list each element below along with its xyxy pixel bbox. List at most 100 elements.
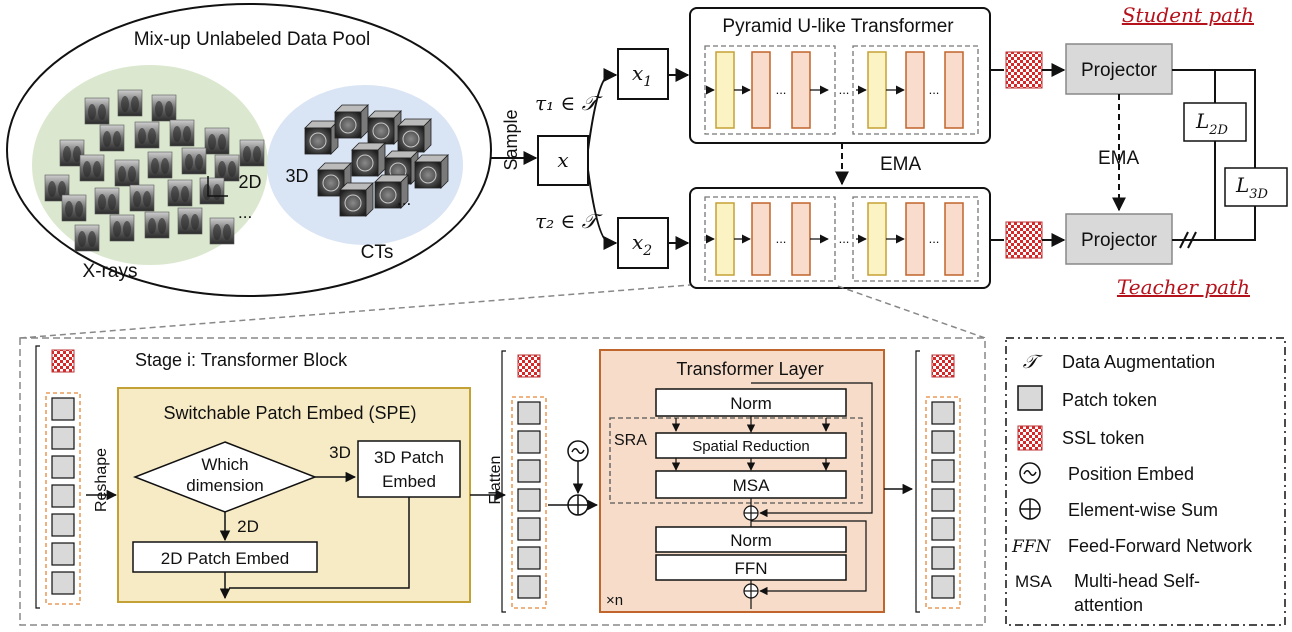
spe-label-2d: 2D [237,517,259,536]
ct-ellipsis: ... [397,190,411,209]
patch-token [51,455,75,479]
which-line2: dimension [186,476,264,495]
zoom-line-right [834,284,986,339]
legend-augmentation-text: Data Augmentation [1062,352,1215,372]
xray-thumbnail [79,154,105,182]
residual-path-2 [751,520,867,596]
xray-thumbnail [214,154,240,182]
student-transformer: Pyramid U-like Transformer ......... [689,7,991,144]
patch-token [931,430,955,454]
stage-block [944,202,964,276]
label-2d: 2D [238,172,261,192]
stage-group [852,196,979,282]
ema-label-transformer: EMA [880,154,922,175]
x1-label: x1 [632,61,652,90]
patch-token [931,488,955,512]
embed2d-label: 2D Patch Embed [161,549,290,568]
stage-title: Stage i: Transformer Block [135,350,348,370]
patch-token [931,401,955,425]
x-box [537,135,589,186]
patch-token [517,546,541,570]
xray-thumbnail [151,94,177,122]
teacher-path-label: Teacher path [1117,275,1250,299]
spatial-reduction-block [655,432,847,459]
ct-volume [304,120,339,155]
reshape-label: Reshape [93,448,110,512]
token-columns [35,345,961,613]
patch-token [51,397,75,421]
tau1-label: τ₁ ∈ 𝒯 [535,91,604,115]
xray-thumbnail [84,97,110,125]
transformer-title: Pyramid U-like Transformer [722,16,954,37]
ffn-block [655,554,847,581]
ct-volume [367,110,402,145]
ssl-token [51,349,75,373]
ct-volume [334,104,369,139]
stage-block [751,51,771,129]
tau2-label: τ₂ ∈ 𝒯 [535,209,604,233]
patch-token [931,575,955,599]
stage-block [944,51,964,129]
xray-thumbnail [117,89,143,117]
ct-volume [339,182,374,217]
token-group [45,392,81,605]
teacher-stages: ......... [704,196,979,282]
embed3d-line1: 3D Patch [374,448,444,467]
patch-token [51,542,75,566]
stage-block [905,202,925,276]
ct-volume [414,154,449,189]
patch-token [51,571,75,595]
xray-thumbnail [147,151,173,179]
residual-path-1 [751,382,873,518]
xray-thumbnail [239,139,265,167]
label-3d: 3D [285,166,308,186]
embed3d-line2: Embed [382,472,436,491]
stage-block [715,51,735,129]
spatial-reduction-label: Spatial Reduction [692,438,810,455]
loss-3d-box [1224,167,1288,207]
xray-thumbnail [209,217,235,245]
loss-wiring: L2D L3D [1172,69,1288,249]
ct-volumes [304,104,449,217]
patch-token [517,575,541,599]
stage-block [791,51,811,129]
xray-thumbnail [181,147,207,175]
stage-block [751,202,771,276]
stage-ellipsis: ... [929,231,940,246]
projector-teacher [1065,213,1173,265]
legend-element-sum-text: Element-wise Sum [1068,500,1218,520]
stage-block [867,202,887,276]
patch-token [517,459,541,483]
loss-2d-box [1183,102,1247,142]
stage-ellipsis: ... [776,231,787,246]
student-stages: ......... [704,45,979,135]
patch-token [51,513,75,537]
legend-position-embed-text: Position Embed [1068,464,1194,484]
ssl-token-teacher [1005,221,1043,259]
x1-box [617,48,669,100]
legend-msa-abbr: MSA [1015,572,1053,591]
projector-student-label: Projector [1081,60,1158,81]
teacher-transformer: ......... [689,187,991,289]
data-pool-title: Mix-up Unlabeled Data Pool [134,29,371,50]
xray-thumbnail [167,179,193,207]
legend-patch-token-icon [1017,385,1043,411]
msa-label: MSA [733,476,771,495]
which-line1: Which [201,455,248,474]
legend-ssl-token-icon [1017,425,1043,451]
patch-embed-3d [357,440,461,498]
ssl-token [931,354,955,378]
stage-block [791,202,811,276]
patch-token [51,484,75,508]
token-bracket [501,350,506,613]
ssl-token-student [1005,51,1043,89]
stage-ellipsis: ... [929,82,940,97]
xray-thumbnail [129,184,155,212]
patch-token [517,517,541,541]
xray-thumbnail [109,214,135,242]
xray-thumbnail [177,207,203,235]
x-label: x [557,148,568,172]
stage-ellipsis: ... [839,231,850,246]
legend-ffn-text: Feed-Forward Network [1068,536,1253,556]
norm-label-2: Norm [730,531,772,550]
